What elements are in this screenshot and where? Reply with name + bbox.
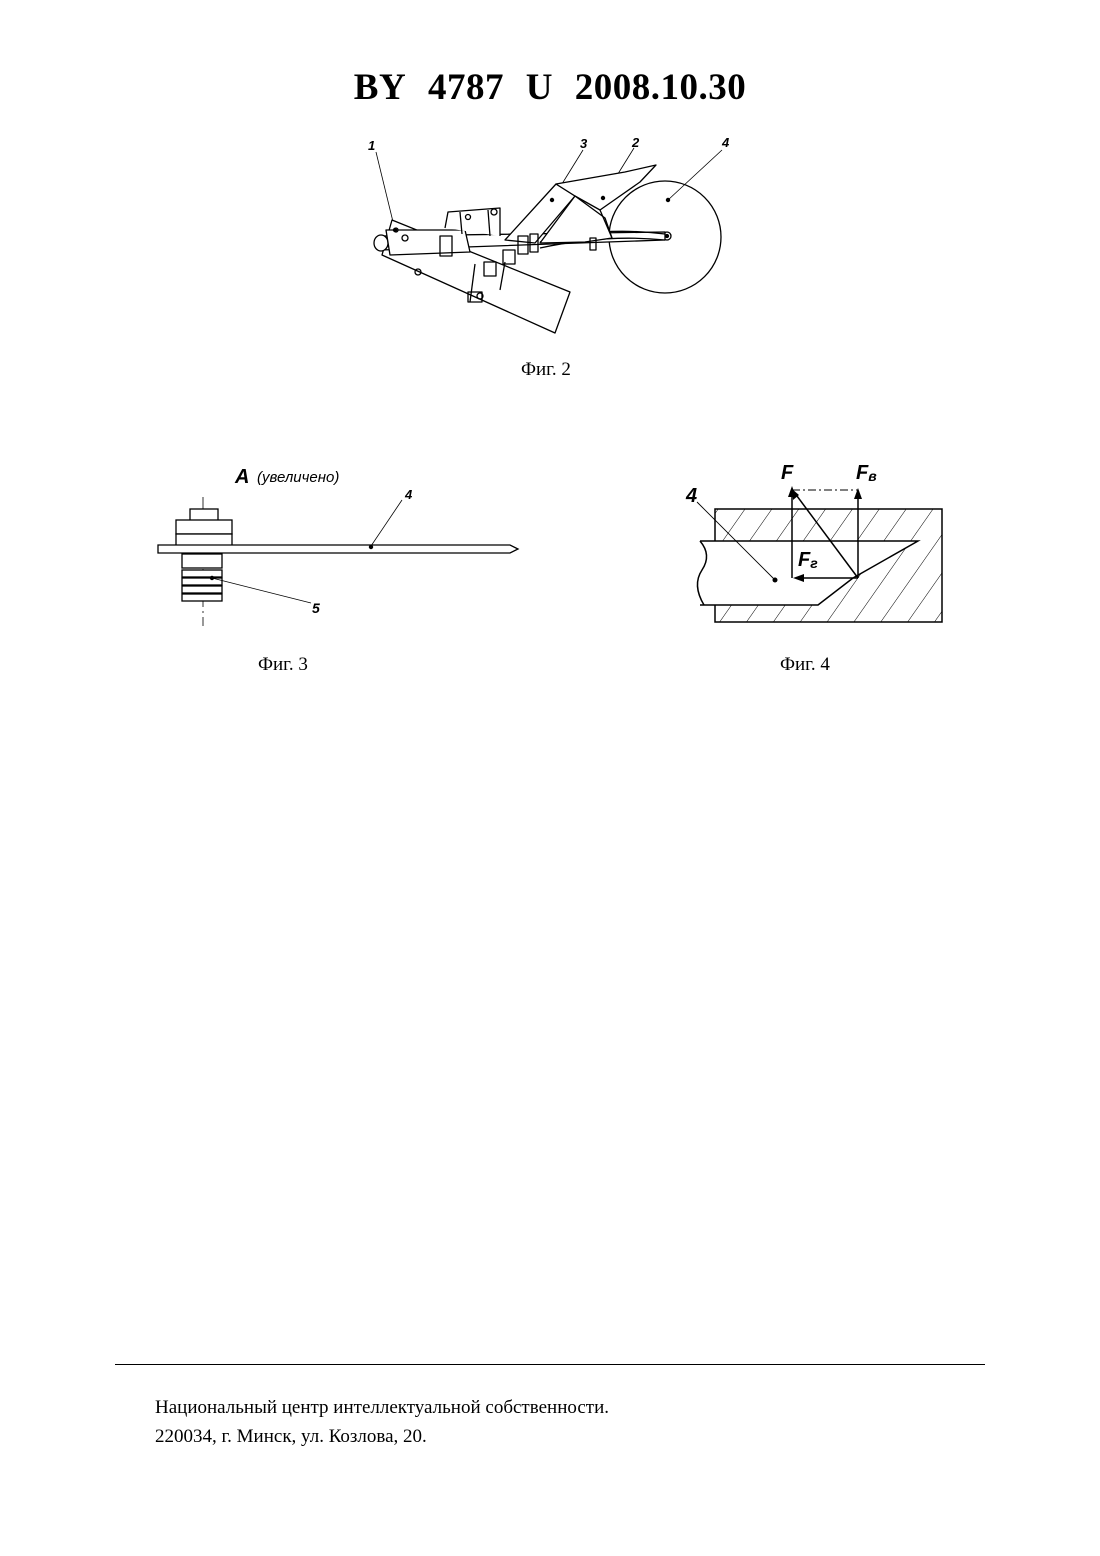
fig4-caption: Фиг. 4 (780, 654, 830, 676)
fig4-force-f: F (781, 462, 794, 484)
fig4-label-4: 4 (685, 485, 697, 507)
footer-divider (115, 1364, 985, 1365)
footer-line-1: Национальный центр интеллектуальной собс… (155, 1393, 609, 1422)
figure-4-drawing: 4 F Fв Fг (0, 0, 1100, 700)
footer: Национальный центр интеллектуальной собс… (155, 1393, 609, 1451)
footer-line-2: 220034, г. Минск, ул. Козлова, 20. (155, 1422, 609, 1451)
fig4-force-fv: Fв (856, 462, 877, 484)
